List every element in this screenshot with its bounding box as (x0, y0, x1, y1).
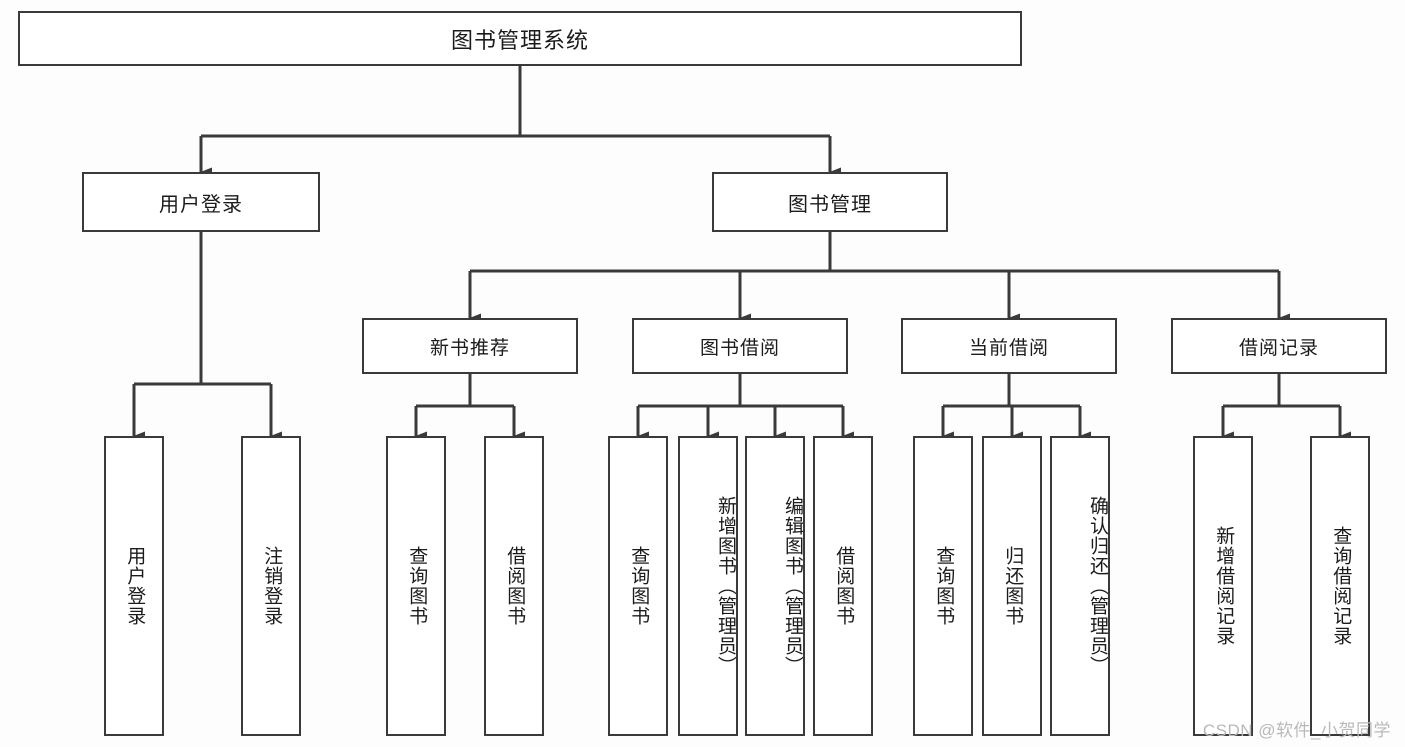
leaf-node-7[interactable]: 借阅图书 (813, 436, 873, 736)
level3-node-label: 图书借阅 (699, 337, 780, 359)
leaf-node-11[interactable]: 新增借阅记录 (1193, 436, 1253, 736)
root-node-0[interactable]: 图书管理系统 (18, 11, 1022, 66)
level3-node-label: 当前借阅 (968, 337, 1049, 359)
level3-node-1[interactable]: 图书借阅 (632, 318, 848, 374)
leaf-node-label: 借阅图书 (833, 546, 855, 626)
leaf-node-12[interactable]: 查询借阅记录 (1310, 436, 1370, 736)
level3-node-label: 借阅记录 (1238, 337, 1319, 359)
leaf-node-1[interactable]: 注销登录 (241, 436, 301, 736)
leaf-node-label: 借阅图书 (504, 546, 526, 626)
level3-node-0[interactable]: 新书推荐 (362, 318, 578, 374)
level3-node-3[interactable]: 借阅记录 (1171, 318, 1387, 374)
leaf-node-8[interactable]: 查询图书 (913, 436, 973, 736)
leaf-node-label: 编辑图书（管理员） (782, 496, 803, 676)
leaf-node-label: 归还图书 (1002, 546, 1024, 626)
leaf-node-label: 查询借阅记录 (1330, 526, 1352, 646)
leaf-node-label: 新增图书（管理员） (715, 496, 736, 676)
leaf-node-3[interactable]: 借阅图书 (484, 436, 544, 736)
leaf-node-10[interactable]: 确认归还（管理员） (1050, 436, 1110, 736)
leaf-node-4[interactable]: 查询图书 (608, 436, 668, 736)
leaf-node-0[interactable]: 用户登录 (104, 436, 164, 736)
leaf-node-9[interactable]: 归还图书 (982, 436, 1042, 736)
root-node-label: 图书管理系统 (450, 27, 589, 53)
leaf-node-label: 新增借阅记录 (1213, 526, 1235, 646)
leaf-node-2[interactable]: 查询图书 (386, 436, 446, 736)
level2-node-label: 用户登录 (159, 193, 243, 216)
level3-node-label: 新书推荐 (429, 337, 510, 359)
leaf-node-label: 查询图书 (406, 546, 428, 626)
level2-node-0[interactable]: 用户登录 (82, 172, 320, 232)
leaf-node-5[interactable]: 新增图书（管理员） (678, 436, 738, 736)
leaf-node-6[interactable]: 编辑图书（管理员） (745, 436, 805, 736)
leaf-node-label: 确认归还（管理员） (1087, 496, 1108, 676)
leaf-node-label: 查询图书 (628, 546, 650, 626)
leaf-node-label: 查询图书 (933, 546, 955, 626)
leaf-node-label: 用户登录 (124, 546, 146, 626)
level2-node-1[interactable]: 图书管理 (712, 172, 948, 232)
level3-node-2[interactable]: 当前借阅 (901, 318, 1117, 374)
level2-node-label: 图书管理 (788, 193, 872, 216)
leaf-node-label: 注销登录 (261, 546, 283, 626)
